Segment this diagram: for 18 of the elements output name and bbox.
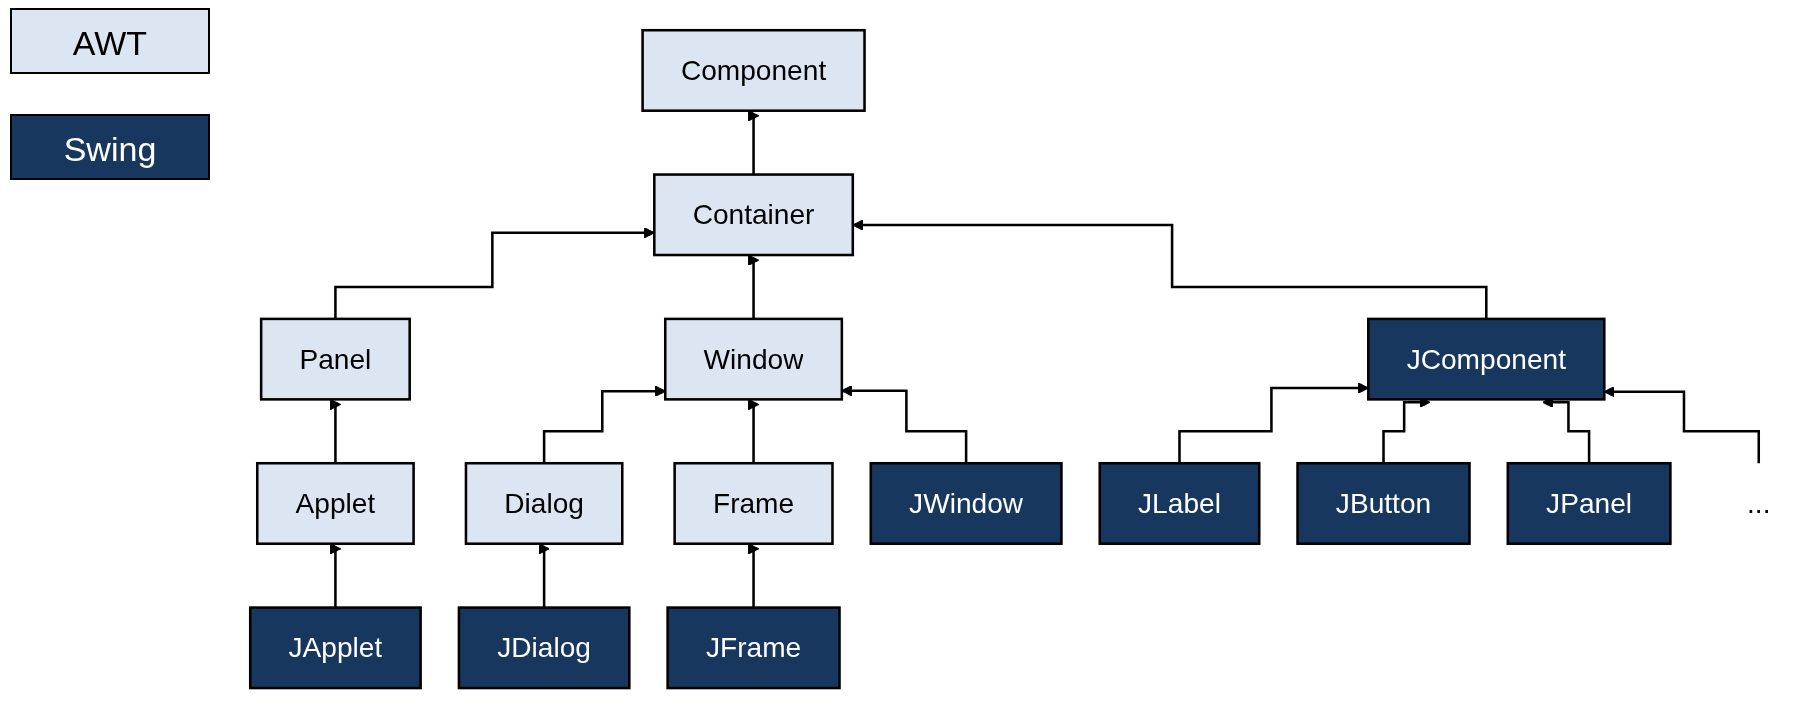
node-box: JFrame — [666, 606, 841, 690]
node-box: Component — [641, 29, 866, 113]
node-box: Applet — [255, 462, 415, 546]
legend-swatch: AWT — [10, 8, 210, 74]
node-box: JDialog — [457, 606, 631, 690]
legend-swatch: Swing — [10, 114, 210, 180]
node-box: JButton — [1296, 462, 1471, 546]
node-text: ... — [1747, 487, 1771, 520]
node-box: Dialog — [464, 462, 624, 546]
node-box: Panel — [259, 318, 411, 401]
node-box: JWindow — [869, 462, 1063, 546]
node-box: JComponent — [1367, 318, 1606, 401]
node-box: Container — [653, 173, 855, 257]
node-box: JPanel — [1506, 462, 1672, 546]
node-box: Window — [664, 318, 844, 401]
node-box: JLabel — [1098, 462, 1261, 546]
node-box: JApplet — [248, 606, 422, 690]
node-box: Frame — [673, 462, 834, 546]
